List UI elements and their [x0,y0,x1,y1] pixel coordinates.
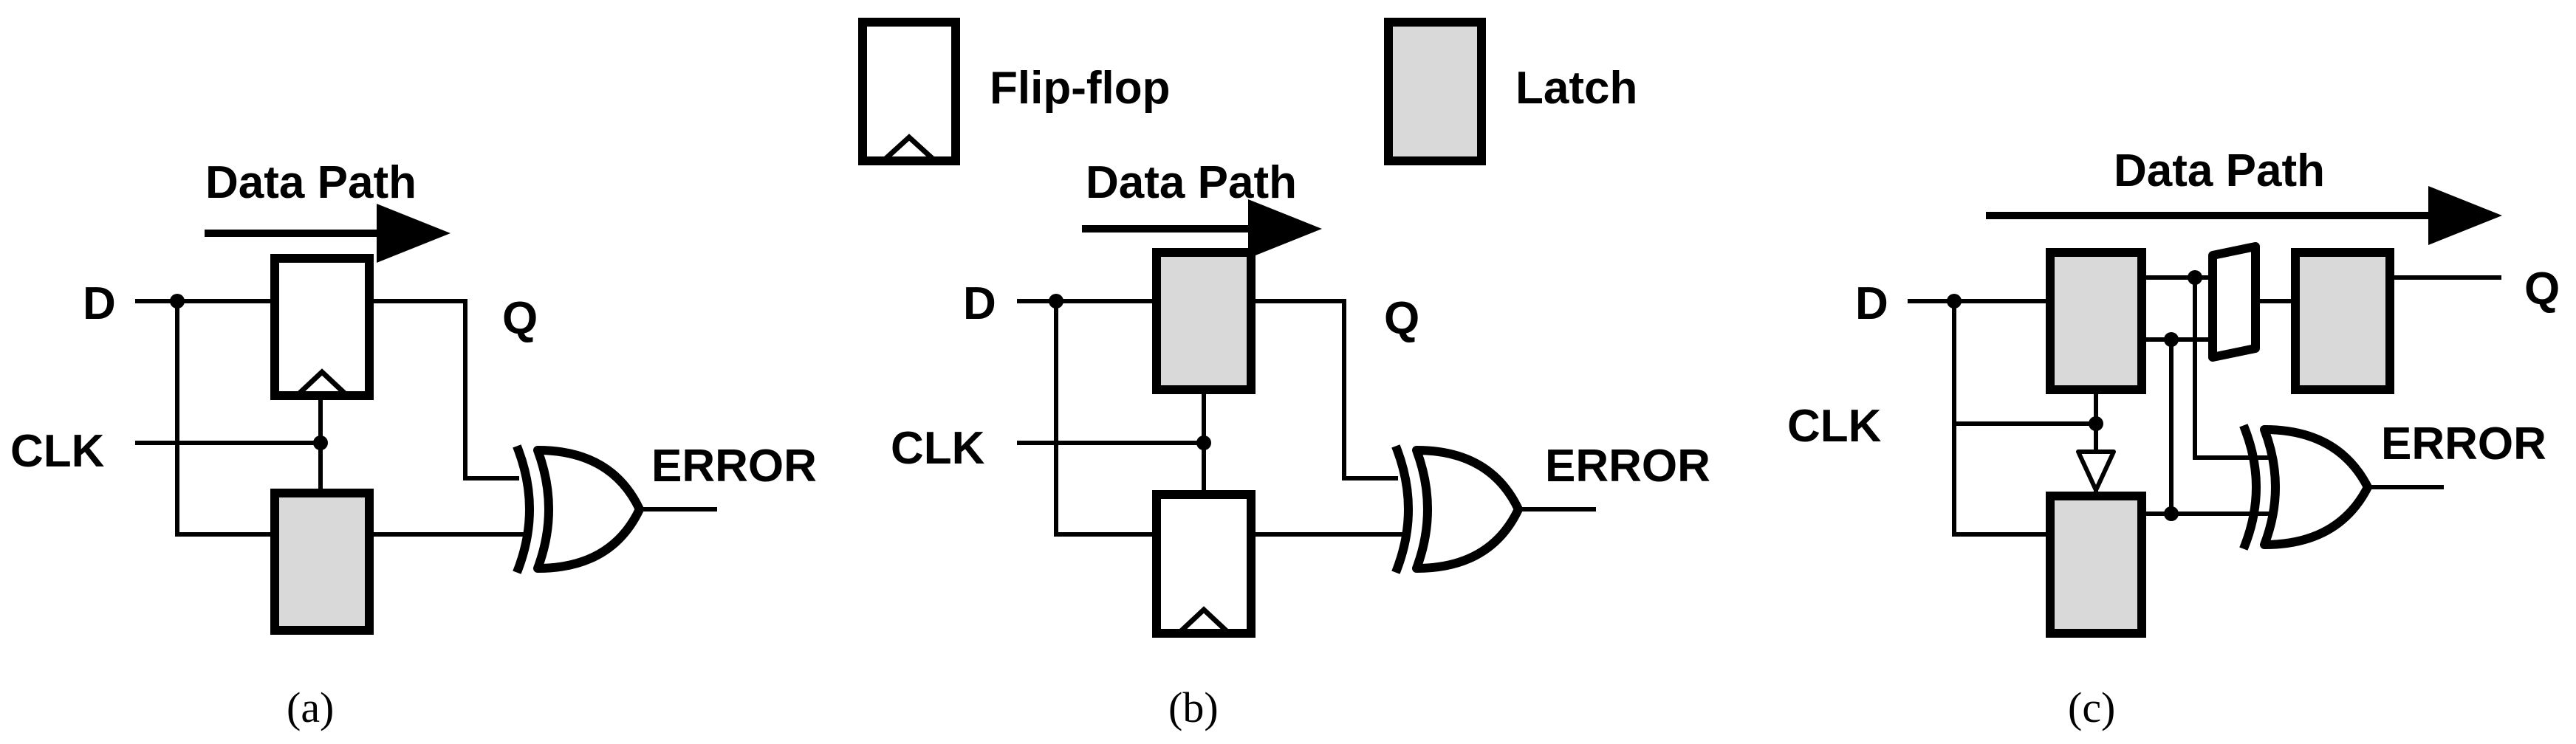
latch-shadow [2046,492,2146,638]
data-path-label: Data Path [205,157,417,208]
wires [135,299,717,537]
q-output-label: Q [1384,293,1419,344]
junction-dot [2089,416,2103,431]
panel-b: Data Path D Q CLK ERROR (b) [891,157,1710,731]
clock-buffer [2076,450,2116,492]
multiplexer [2208,242,2260,362]
error-label: ERROR [651,441,817,492]
junction-dot [1947,294,1962,309]
clk-label: CLK [10,426,105,477]
xor-gate [1391,444,1523,574]
latch-output [2291,248,2394,394]
data-path-label: Data Path [1086,157,1297,208]
junction-dot [313,435,328,450]
clk-label: CLK [891,423,985,474]
junction-dot [2188,270,2202,285]
clk-label: CLK [1787,401,1882,452]
caption: (b) [1168,683,1219,731]
legend: Flip-flop Latch [858,18,1637,165]
q-output-label: Q [2524,264,2560,314]
junction-dot [2164,506,2179,521]
error-label: ERROR [2381,418,2546,469]
data-path-label: Data Path [2114,145,2325,196]
legend-flipflop-label: Flip-flop [990,63,1170,114]
panel-c: Data Path D Q CLK ERROR [1787,145,2560,731]
caption: (a) [287,683,334,731]
d-input-label: D [83,278,116,329]
latch-shadow [270,489,374,635]
legend-flipflop-symbol [858,18,960,165]
flipflop-main [270,254,374,400]
junction-dot [1196,435,1211,450]
wires [1908,275,2501,537]
xor-gate [2239,424,2372,551]
junction-dot [1049,294,1063,309]
q-output-label: Q [502,293,538,344]
junction-dot [170,294,185,309]
xor-gate [513,444,644,574]
d-input-label: D [963,278,996,329]
caption: (c) [2068,683,2115,731]
flipflop-shadow [1152,490,1256,638]
panel-a: Data Path D Q CLK ERROR (a) [10,157,817,731]
latch-main [1152,248,1256,394]
d-input-label: D [1855,278,1888,329]
junction-dot [2164,332,2179,347]
legend-latch-symbol [1384,18,1486,165]
error-label: ERROR [1545,441,1710,492]
latch-main [2046,248,2146,394]
legend-latch-label: Latch [1515,63,1637,114]
